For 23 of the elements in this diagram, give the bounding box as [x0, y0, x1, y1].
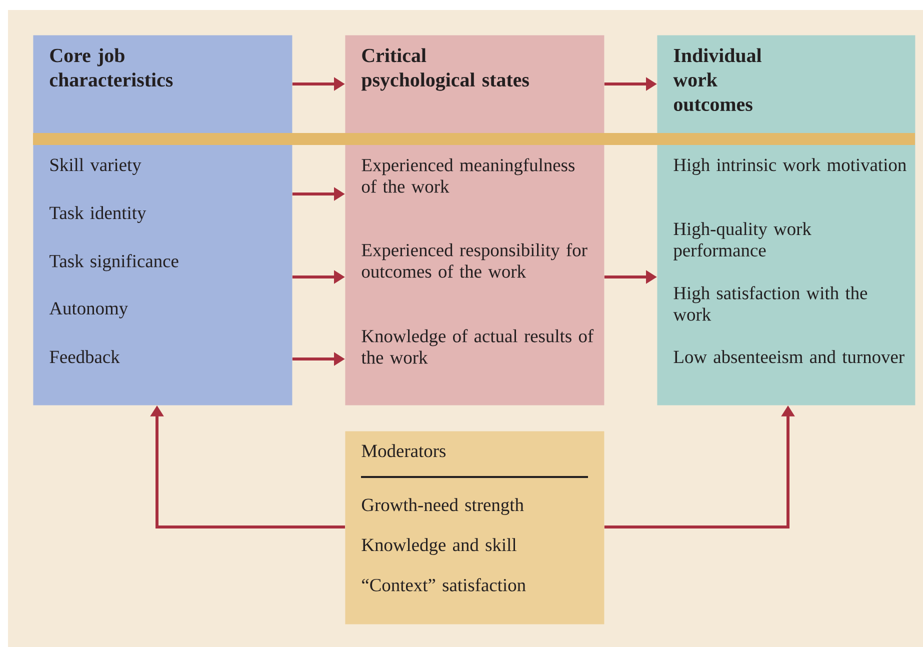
- item-text: “Context” satisfaction: [362, 578, 526, 592]
- column-panel: [345, 35, 604, 406]
- column-panel: [33, 35, 292, 406]
- moderators-box: [345, 431, 604, 624]
- item-text: Feedback: [50, 350, 120, 364]
- item-text: Skill variety: [50, 158, 142, 175]
- item-text: Experienced responsibility for outcomes of the work: [362, 243, 588, 278]
- item-text: High satisfaction with the work: [673, 286, 868, 321]
- item-text: Experienced meaningfulness of the work: [362, 158, 574, 193]
- item-text: Knowledge and skill: [362, 538, 516, 555]
- item-text: High-quality work performance: [674, 222, 812, 260]
- item-text: Growth-need strength: [362, 498, 524, 515]
- item-text: High intrinsic work motivation: [674, 158, 906, 175]
- column-heading: Critical psychological states: [361, 48, 529, 91]
- item-text: Knowledge of actual results of the work: [361, 329, 594, 364]
- item-text: Task significance: [50, 254, 178, 272]
- item-text: Low absenteeism and turnover: [674, 350, 904, 364]
- column-panel: [657, 35, 916, 406]
- column-heading: Core job characteristics: [50, 48, 173, 87]
- box-heading: Moderators: [362, 444, 446, 458]
- item-text: Autonomy: [49, 302, 128, 318]
- column-heading: Individual work outcomes: [673, 48, 762, 112]
- item-text: Task identity: [50, 206, 146, 223]
